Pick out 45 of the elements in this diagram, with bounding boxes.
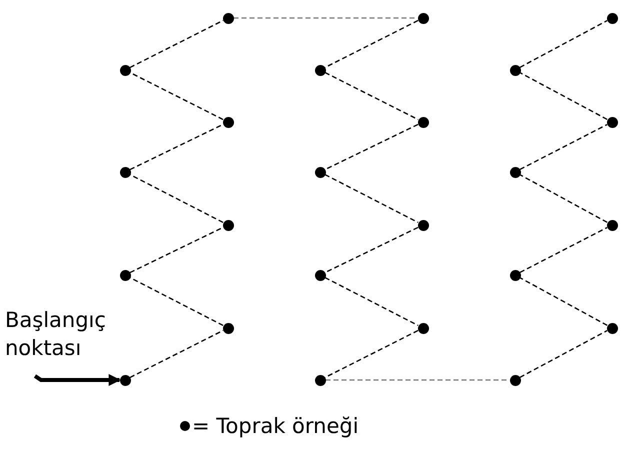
sample-point bbox=[120, 166, 130, 178]
connector-line bbox=[324, 72, 418, 120]
sample-point bbox=[510, 64, 520, 76]
connector-line bbox=[326, 379, 510, 381]
connector-line bbox=[520, 174, 608, 223]
sample-point bbox=[222, 322, 234, 334]
sample-point bbox=[314, 270, 326, 280]
sample-point bbox=[314, 64, 326, 76]
connector-line bbox=[520, 124, 608, 170]
sample-point bbox=[510, 374, 520, 386]
sample-point bbox=[222, 116, 234, 128]
connector-line bbox=[520, 277, 608, 326]
connector-line bbox=[324, 124, 418, 170]
connector-line bbox=[130, 330, 224, 378]
sample-point bbox=[606, 322, 618, 334]
sample-point bbox=[606, 12, 618, 24]
connector-line bbox=[130, 124, 224, 170]
sample-point bbox=[314, 374, 326, 386]
sample-point bbox=[418, 220, 428, 230]
sample-point bbox=[606, 220, 618, 230]
sample-point bbox=[222, 12, 234, 24]
sample-point bbox=[222, 220, 234, 230]
sample-point bbox=[418, 12, 428, 24]
sample-point bbox=[120, 64, 130, 76]
connector-line bbox=[520, 226, 608, 274]
sample-point bbox=[120, 270, 130, 280]
connector-line bbox=[130, 226, 224, 274]
sample-point bbox=[120, 374, 130, 386]
sample-point bbox=[606, 116, 618, 128]
sample-point bbox=[510, 270, 520, 280]
arrow bbox=[34, 374, 121, 386]
connector-line bbox=[324, 174, 418, 224]
connector-line bbox=[520, 20, 608, 68]
sample-point bbox=[418, 116, 428, 128]
start-label: Başlangıç noktası bbox=[5, 307, 107, 362]
sample-point bbox=[418, 322, 428, 334]
connector-line bbox=[324, 276, 418, 326]
connector-line bbox=[324, 226, 418, 274]
connector-line bbox=[234, 17, 418, 19]
sample-point bbox=[314, 166, 326, 178]
connector-line bbox=[520, 72, 608, 120]
sample-point bbox=[510, 166, 520, 178]
legend-text: = Toprak örneği bbox=[192, 414, 359, 438]
connector-line bbox=[520, 330, 608, 378]
connector-line bbox=[130, 20, 224, 68]
